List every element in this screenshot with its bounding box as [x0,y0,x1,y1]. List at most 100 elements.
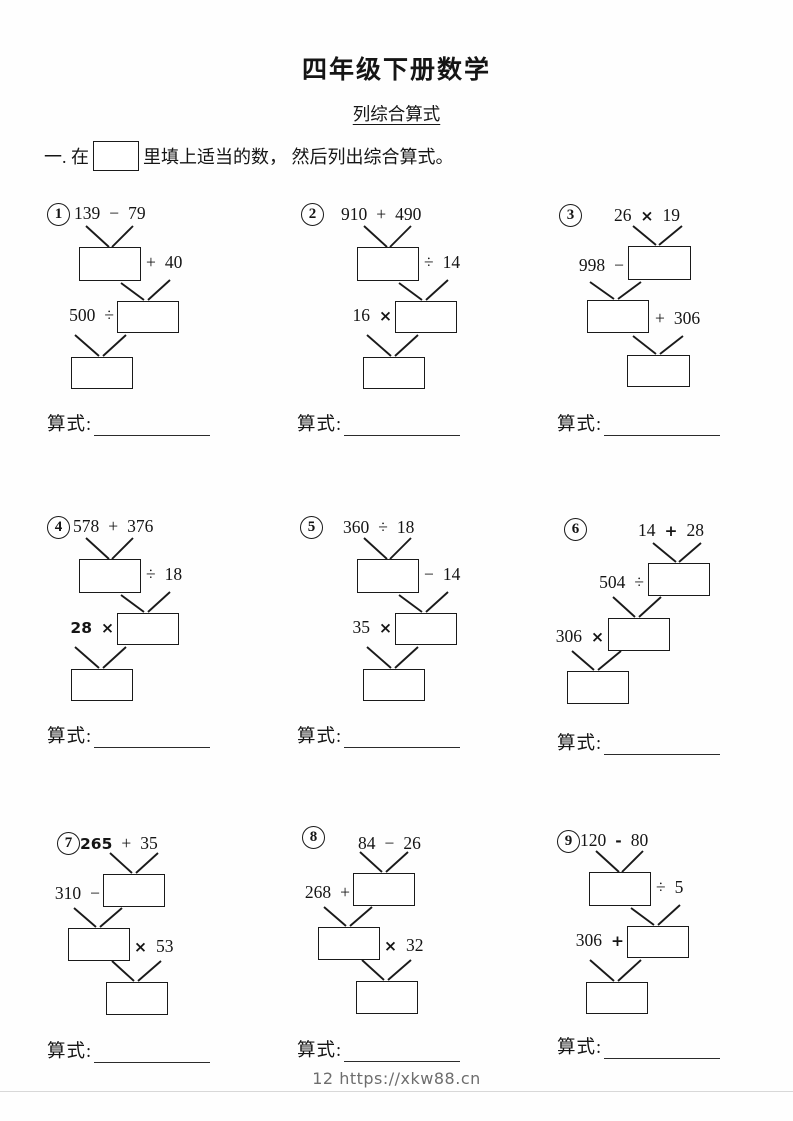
answer-box-2[interactable] [608,618,670,651]
formula-blank[interactable] [604,415,721,436]
answer-box-1[interactable] [589,872,651,906]
answer-box-3[interactable] [627,355,690,387]
instruction-prefix: 一. 在 [44,147,89,167]
answer-box-3[interactable] [363,357,425,389]
problem-number: 8 [302,826,325,849]
top-expression: 84−26 [358,833,421,853]
connector-lines [571,542,702,671]
problem-1: 1 139−79 +40 500÷ 算式: [30,195,283,495]
formula-blank[interactable] [344,1041,461,1062]
section-title: 列综合算式 [352,104,441,124]
answer-box-2[interactable] [395,613,457,645]
step2-operator: −14 [424,564,461,584]
answer-box-2[interactable] [318,927,380,960]
problem-6: 6 14+28 504÷ 306× 算式: [540,505,793,805]
formula-label: 算式: [557,415,603,435]
answer-box-1[interactable] [628,246,691,280]
problem-4: 4 578+376 ÷18 28× 算式: [30,507,283,807]
answer-box-1[interactable] [353,873,415,906]
formula-blank[interactable] [604,734,721,755]
answer-box-2[interactable] [68,928,130,961]
step3-operator: 28× [70,619,114,637]
step2-operator: 268+ [304,882,350,902]
formula-row: 算式: [557,410,721,436]
connector-lines [73,852,162,982]
answer-box-2[interactable] [117,301,179,333]
page-title: 四年级下册数学 [301,57,491,84]
formula-row: 算式: [47,410,211,436]
problem-8: 8 84−26 268+ ×32 算式: [280,812,533,1112]
top-expression: 910+490 [341,204,422,224]
answer-box-3[interactable] [567,671,629,704]
top-expression: 139−79 [74,203,146,223]
formula-row: 算式: [47,1037,211,1063]
problem-9: 9 120-80 ÷5 306+ 算式: [540,820,793,1120]
formula-blank[interactable] [604,1038,721,1059]
formula-blank[interactable] [94,1042,211,1063]
instruction-line: 一. 在 里填上适当的数， 然后列出综合算式。 [44,141,454,171]
step3-operator: 306× [555,626,604,646]
formula-label: 算式: [297,415,343,435]
step2-operator: ÷5 [656,877,684,897]
connector-lines [363,225,449,357]
top-expression: 360÷18 [343,517,415,537]
step3-operator: +306 [655,308,701,328]
answer-box-3[interactable] [71,669,133,701]
answer-box-1[interactable] [357,559,419,593]
formula-row: 算式: [557,729,721,755]
answer-box-1[interactable] [79,559,141,593]
formula-row: 算式: [557,1033,721,1059]
footer-divider [0,1091,793,1092]
formula-blank[interactable] [94,415,211,436]
formula-label: 算式: [47,1042,93,1062]
problem-number: 7 [57,832,80,855]
formula-label: 算式: [47,415,93,435]
step3-operator: ×32 [384,935,424,955]
formula-row: 算式: [297,722,461,748]
formula-blank[interactable] [344,415,461,436]
answer-box-3[interactable] [106,982,168,1015]
answer-box-2[interactable] [117,613,179,645]
problem-number: 1 [47,203,70,226]
answer-box-1[interactable] [648,563,710,596]
step2-operator: 504÷ [599,572,644,592]
answer-box-3[interactable] [356,981,418,1014]
answer-box-3[interactable] [363,669,425,701]
connector-lines [74,225,171,357]
formula-label: 算式: [557,1038,603,1058]
formula-row: 算式: [297,410,461,436]
step3-operator: ×53 [134,936,174,956]
answer-box-2[interactable] [587,300,649,333]
top-expression: 265+35 [80,833,158,853]
answer-box-1[interactable] [103,874,165,907]
step2-operator: +40 [146,252,183,272]
problem-number: 2 [301,203,324,226]
step2-operator: ÷18 [146,564,183,584]
formula-blank[interactable] [344,727,461,748]
formula-row: 算式: [297,1036,461,1062]
step3-operator: 500÷ [69,305,114,325]
connector-lines [363,537,449,669]
answer-box-2[interactable] [627,926,689,958]
formula-row: 算式: [47,722,211,748]
footer-page-url: 12 https://xkw88.cn [312,1069,481,1088]
connector-lines [589,225,684,355]
top-expression: 578+376 [73,516,154,536]
problem-number: 9 [557,830,580,853]
connector-lines [589,850,681,982]
answer-box-2[interactable] [395,301,457,333]
formula-blank[interactable] [94,727,211,748]
problem-5: 5 360÷18 −14 35× 算式: [280,507,533,807]
answer-box-1[interactable] [357,247,419,281]
formula-label: 算式: [47,727,93,747]
step2-operator: 310− [54,883,100,903]
top-expression: 14+28 [638,520,704,540]
step3-operator: 35× [352,617,393,637]
answer-box-3[interactable] [586,982,648,1014]
answer-box-1[interactable] [79,247,141,281]
problem-number: 6 [564,518,587,541]
top-expression: 26×19 [614,205,680,225]
problem-number: 5 [300,516,323,539]
answer-box-3[interactable] [71,357,133,389]
problem-7: 7 265+35 310− ×53 算式: [30,813,283,1113]
